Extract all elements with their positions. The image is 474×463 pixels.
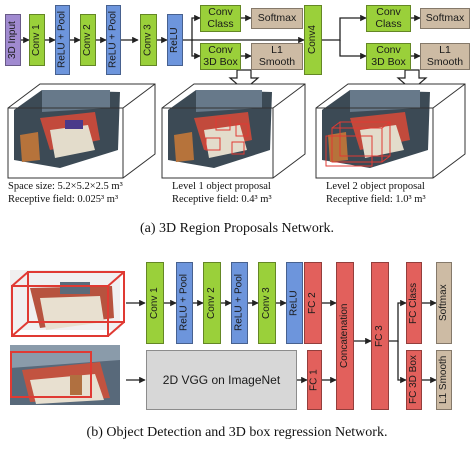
odn-relu-pool-1: ReLU + Pool: [176, 262, 193, 344]
odn-fc1: FC 1: [307, 350, 322, 410]
odn-connectors: [126, 299, 437, 384]
odn-2d-vgg: 2D VGG on ImageNet: [146, 350, 297, 410]
rpn-head2-l1-smooth: L1 Smooth: [420, 43, 470, 70]
rpn-conv1: Conv 1: [29, 14, 45, 66]
rpn-head1-conv-3d-box: Conv 3D Box: [200, 43, 241, 70]
rpn-connectors: [21, 14, 421, 60]
odn-softmax: Softmax: [436, 262, 452, 344]
rpn-head1-softmax: Softmax: [251, 8, 303, 29]
rpn-3d-input: 3D Input: [5, 14, 21, 66]
rpn-relu-pool-1: ReLU + Pool: [55, 5, 70, 75]
scene-box-input: [7, 83, 156, 179]
odn-relu-pool-2: ReLU + Pool: [231, 262, 248, 344]
rpn-head2-conv-3d-box: Conv 3D Box: [366, 43, 411, 70]
odn-l1-smooth: L1 Smooth: [436, 350, 452, 410]
rpn-relu: ReLU: [167, 14, 183, 66]
stat-receptive-field-2: Receptive field: 1.0³ m³: [326, 194, 426, 205]
stat-space-size: Space size: 5.2×5.2×2.5 m³: [8, 181, 123, 192]
odn-fc-class: FC Class: [406, 262, 422, 344]
rpn-head2-softmax: Softmax: [420, 8, 470, 29]
scene-box-level2: [315, 83, 466, 179]
odn-fc-3d-box: FC 3D Box: [406, 350, 422, 410]
caption-a: (a) 3D Region Proposals Network.: [139, 221, 335, 236]
rpn-conv2: Conv 2: [80, 14, 96, 66]
odn-conv2: Conv 2: [203, 262, 221, 344]
rpn-relu-pool-2: ReLU + Pool: [106, 5, 121, 75]
rpn-conv4: Conv4: [304, 5, 322, 75]
stat-receptive-field-1: Receptive field: 0.4³ m³: [172, 194, 272, 205]
odn-fc3: FC 3: [371, 262, 389, 410]
odn-concatenation: Concatenation: [336, 262, 354, 410]
stat-level2: Level 2 object proposal: [326, 181, 425, 192]
odn-2d-input-image: [10, 345, 120, 405]
stat-receptive-field-0: Receptive field: 0.025³ m³: [8, 194, 119, 205]
stat-level1: Level 1 object proposal: [172, 181, 271, 192]
odn-relu: ReLU: [286, 262, 303, 344]
caption-b: (b) Object Detection and 3D box regressi…: [86, 425, 388, 440]
scene-box-level1: [161, 83, 306, 179]
rpn-head2-conv-class: Conv Class: [366, 5, 411, 32]
odn-conv1: Conv 1: [146, 262, 164, 344]
rpn-head1-l1-smooth: L1 Smooth: [251, 43, 303, 70]
odn-conv3: Conv 3: [258, 262, 276, 344]
rpn-conv3: Conv 3: [140, 14, 157, 66]
rpn-head1-conv-class: Conv Class: [200, 5, 241, 32]
odn-fc2: FC 2: [304, 262, 322, 344]
odn-3d-input-box: [10, 270, 125, 337]
